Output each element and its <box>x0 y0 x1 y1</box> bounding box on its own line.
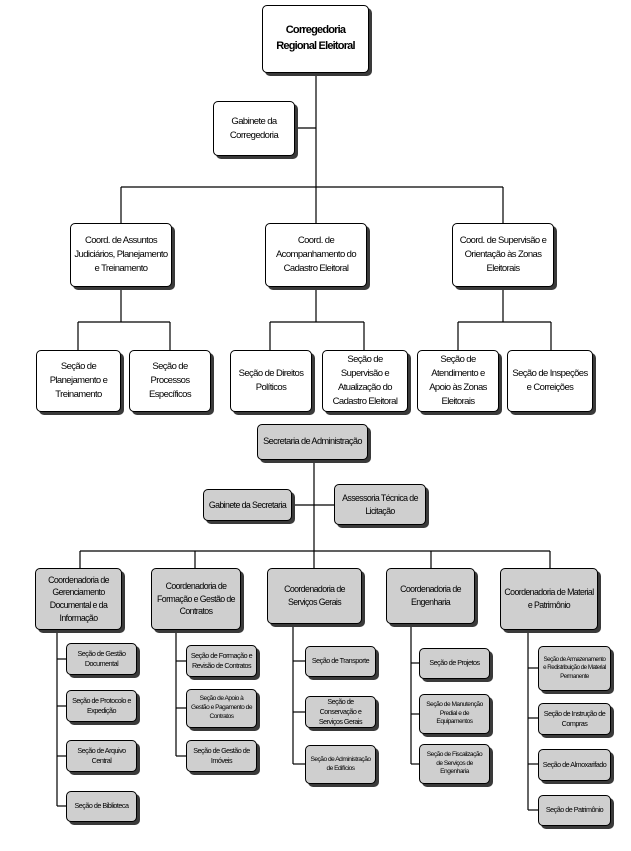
coordenadoria-label: Coordenadoria de Material e Patrimônio <box>504 587 594 610</box>
secao-conservacao-servicos-gerais: Seção de Conservação e Serviços Gerais <box>305 696 376 728</box>
coord-label: Coord. de Assuntos Judiciários, Planejam… <box>74 235 168 274</box>
secao-armazenamento-redistribuicao: Seção de Armazenamento e Redistribuição … <box>538 646 611 691</box>
secao-gestao-imoveis: Seção de Gestão de Imóveis <box>186 740 257 772</box>
coord-label: Coord. de Supervisão e Orientação às Zon… <box>459 235 547 274</box>
gabinete-corregedoria-label: Gabinete da Corregedoria <box>229 115 279 141</box>
section-label: Seção de Atendimento e Apoio às Zonas El… <box>429 354 487 407</box>
section-label: Seção de Processos Específicos <box>149 361 192 400</box>
section-label: Seção de Formação e Revisão de Contratos <box>190 650 253 670</box>
section-label: Seção de Armazenamento e Redistribuição … <box>543 655 606 680</box>
root-label: Corregedoria Regional Eleitoral <box>276 24 355 52</box>
secao-transporte: Seção de Transporte <box>305 646 376 677</box>
secao-gestao-documental: Seção de Gestão Documental <box>66 643 137 675</box>
gabinete-secretaria: Gabinete da Secretaria <box>203 489 292 521</box>
section-label: Seção de Projetos <box>429 658 480 668</box>
secao-planejamento-treinamento: Seção de Planejamento e Treinamento <box>36 350 121 412</box>
secao-almoxarifado: Seção de Almoxarifado <box>538 749 611 781</box>
coordenadoria-servicos-gerais: Coordenadoria de Serviços Gerais <box>267 568 362 624</box>
section-label: Seção de Arquivo Central <box>77 745 126 765</box>
coordenadoria-label: Coordenadoria de Engenharia <box>400 584 461 607</box>
secao-projetos: Seção de Projetos <box>419 648 490 679</box>
secao-protocolo-expedicao: Seção de Protocolo e Expedição <box>66 690 137 722</box>
secao-instrucao-compras: Seção de Instrução de Compras <box>538 703 611 735</box>
secao-inspecoes-correicoes: Seção de Inspeções e Correições <box>507 350 593 412</box>
gabinete-corregedoria: Gabinete da Corregedoria <box>213 101 295 156</box>
section-label: Seção de Almoxarifado <box>542 759 607 769</box>
secretaria-administracao: Secretaria de Administração <box>257 424 368 460</box>
secao-processos-especificos: Seção de Processos Específicos <box>129 350 211 412</box>
root-corregedoria: Corregedoria Regional Eleitoral <box>262 5 369 73</box>
secao-biblioteca: Seção de Biblioteca <box>66 791 137 822</box>
coordenadoria-gerenciamento-documental: Coordenadoria de Gerenciamento Documenta… <box>35 568 122 630</box>
secao-administracao-edificios: Seção de Administração de Edifícios <box>305 745 376 784</box>
section-label: Seção de Apoio à Gestão e Pagamento de C… <box>191 695 252 720</box>
secao-patrimonio: Seção de Patrimônio <box>538 795 611 826</box>
coordenadoria-label: Coordenadoria de Formação e Gestão de Co… <box>157 580 236 617</box>
section-label: Seção de Conservação e Serviços Gerais <box>318 696 363 727</box>
coord-acompanhamento-cadastro: Coord. de Acompanhamento do Cadastro Ele… <box>265 223 367 287</box>
section-label: Seção de Biblioteca <box>74 801 129 811</box>
section-label: Seção de Fiscalização de Serviços de Eng… <box>426 750 483 776</box>
secao-supervisao-atualizacao: Seção de Supervisão e Atualização do Cad… <box>322 350 408 412</box>
secao-apoio-gestao-pagamento: Seção de Apoio à Gestão e Pagamento de C… <box>186 689 257 728</box>
section-label: Seção de Administração de Edifícios <box>310 755 371 772</box>
coordenadoria-engenharia: Coordenadoria de Engenharia <box>386 568 475 624</box>
secao-direitos-politicos: Seção de Direitos Políticos <box>230 350 312 412</box>
assessoria-label: Assessoria Técnica de Licitação <box>342 492 418 516</box>
coord-assuntos-judiciarios: Coord. de Assuntos Judiciários, Planejam… <box>70 223 172 287</box>
gabinete-secretaria-label: Gabinete da Secretaria <box>208 499 287 510</box>
secao-formacao-revisao-contratos: Seção de Formação e Revisão de Contratos <box>186 645 257 677</box>
section-label: Seção de Manutenção Predial e de Equipam… <box>426 700 483 726</box>
secao-atendimento-apoio: Seção de Atendimento e Apoio às Zonas El… <box>417 350 499 412</box>
section-label: Seção de Instrução de Compras <box>543 708 606 728</box>
section-label: Seção de Inspeções e Correições <box>512 368 588 393</box>
section-label: Seção de Protocolo e Expedição <box>72 695 131 715</box>
secao-manutencao-predial: Seção de Manutenção Predial e de Equipam… <box>419 694 490 734</box>
section-label: Seção de Planejamento e Treinamento <box>49 361 108 400</box>
secao-fiscalizacao-engenharia: Seção de Fiscalização de Serviços de Eng… <box>419 744 490 784</box>
section-label: Seção de Gestão Documental <box>77 648 126 668</box>
assessoria-tecnica-licitacao: Assessoria Técnica de Licitação <box>334 484 426 525</box>
section-label: Seção de Transporte <box>311 656 370 666</box>
section-label: Seção de Direitos Políticos <box>238 368 304 393</box>
coordenadoria-formacao-contratos: Coordenadoria de Formação e Gestão de Co… <box>151 568 241 630</box>
coordenadoria-material-patrimonio: Coordenadoria de Material e Patrimônio <box>500 568 598 630</box>
secretaria-label: Secretaria de Administração <box>263 436 362 447</box>
coord-supervisao-zonas: Coord. de Supervisão e Orientação às Zon… <box>452 223 554 287</box>
section-label: Seção de Patrimônio <box>545 805 604 815</box>
coord-label: Coord. de Acompanhamento do Cadastro Ele… <box>275 235 357 274</box>
coordenadoria-label: Coordenadoria de Gerenciamento Documenta… <box>48 574 109 623</box>
coordenadoria-label: Coordenadoria de Serviços Gerais <box>284 584 345 607</box>
section-label: Seção de Supervisão e Atualização do Cad… <box>332 354 398 407</box>
section-label: Seção de Gestão de Imóveis <box>193 745 250 765</box>
secao-arquivo-central: Seção de Arquivo Central <box>66 740 137 772</box>
